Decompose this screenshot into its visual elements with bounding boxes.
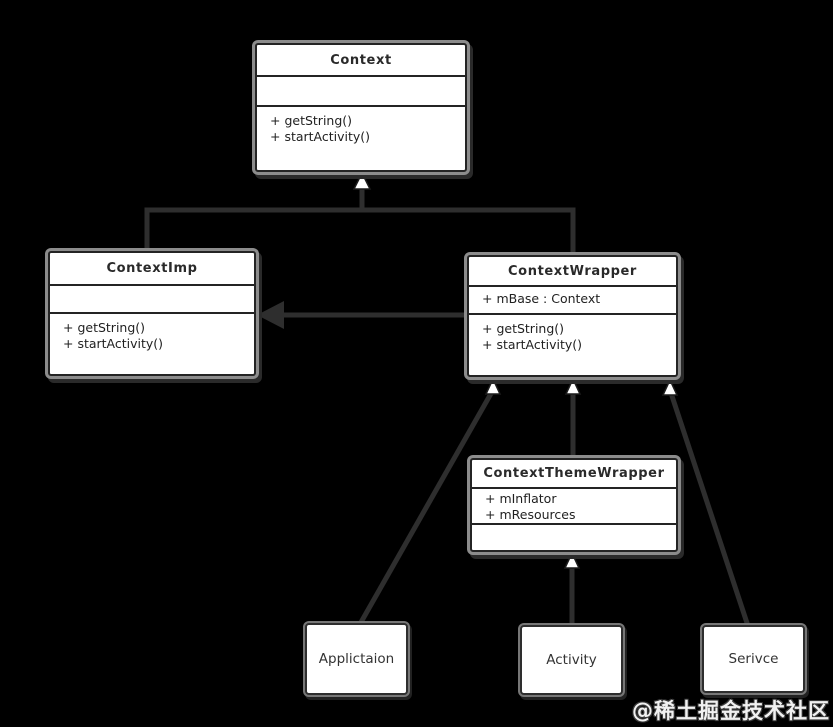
class-title: ContextThemeWrapper (483, 466, 665, 481)
class-fields-compartment (257, 75, 465, 105)
field-label: + mBase : Context (482, 291, 601, 306)
class-box-contextimp: ContextImp + getString() + startActivity… (48, 251, 256, 376)
class-title: Serivce (728, 651, 779, 667)
class-title: ContextWrapper (508, 263, 637, 279)
class-methods-compartment: + getString() + startActivity() (469, 313, 676, 375)
class-title: Context (330, 52, 392, 68)
class-box-contextwrapper: ContextWrapper + mBase : Context + getSt… (467, 255, 678, 377)
method-label: + startActivity() (482, 337, 583, 352)
class-box-serivce: Serivce (702, 625, 805, 693)
method-label: + getString() (63, 320, 146, 335)
class-methods-compartment: + getString() + startActivity() (50, 312, 254, 374)
method-label: + getString() (270, 113, 353, 128)
generalization-arrow-icon (661, 378, 679, 396)
generalization-line-applictaion (357, 388, 496, 626)
class-methods-compartment: + getString() + startActivity() (257, 105, 465, 170)
field-label: + mInflator (485, 491, 557, 506)
watermark: @稀土掘金技术社区 (632, 699, 830, 723)
class-box-activity: Activity (520, 625, 623, 695)
class-fields-compartment: + mInflator + mResources (472, 487, 676, 523)
generalization-arrow-icon (484, 377, 502, 395)
class-box-contextthemewrapper: ContextThemeWrapper + mInflator + mResou… (470, 458, 678, 552)
class-title: ContextImp (106, 261, 198, 276)
class-fields-compartment (50, 284, 254, 312)
field-label: + mResources (485, 507, 576, 522)
class-methods-compartment (472, 523, 676, 550)
class-title: Applictaion (318, 651, 395, 667)
class-title: Activity (546, 652, 597, 668)
generalization-arrow-icon (352, 171, 372, 190)
generalization-arrow-icon (564, 377, 582, 395)
generalization-line-serivce (667, 389, 751, 627)
method-label: + startActivity() (63, 336, 164, 351)
method-label: + startActivity() (270, 129, 371, 144)
class-box-applictaion: Applictaion (305, 623, 408, 695)
class-box-context: Context + getString() + startActivity() (255, 43, 467, 172)
generalization-arrow-icon (563, 551, 581, 569)
class-fields-compartment: + mBase : Context (469, 285, 676, 313)
generalization-line-to-context (144, 207, 576, 256)
method-label: + getString() (482, 321, 565, 336)
association-arrow-icon (257, 301, 284, 329)
